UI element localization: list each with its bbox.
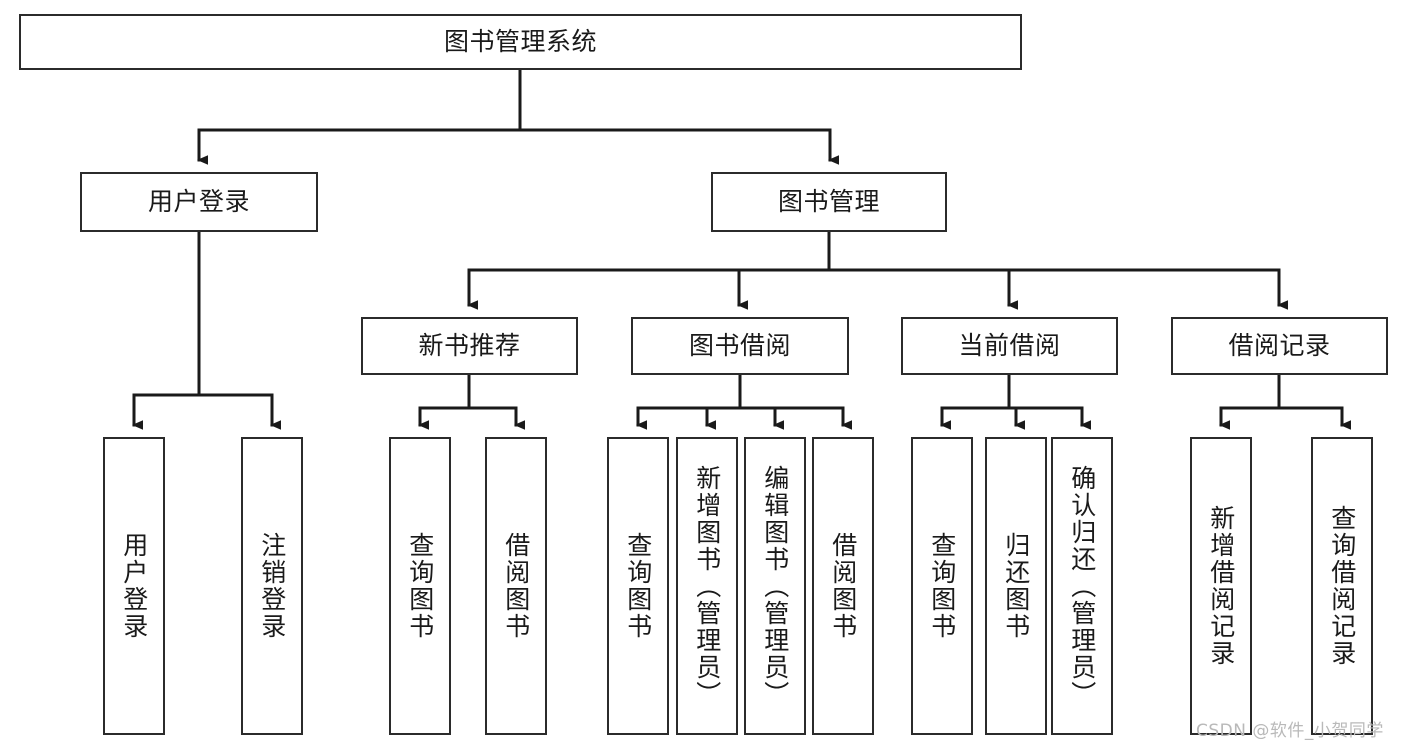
csdn-watermark: CSDN @软件_小贺同学 xyxy=(1196,721,1384,741)
node-label: 当前借阅 xyxy=(958,331,1061,361)
node-leaf-return-book[interactable]: 归还图书 xyxy=(985,437,1047,735)
node-label: 借阅图书 xyxy=(501,532,531,640)
node-leaf-query-record[interactable]: 查询借阅记录 xyxy=(1311,437,1373,735)
node-leaf-query-book-2[interactable]: 查询图书 xyxy=(607,437,669,735)
node-leaf-add-record[interactable]: 新增借阅记录 xyxy=(1190,437,1252,735)
node-label: 新书推荐 xyxy=(418,331,521,361)
node-leaf-query-book-1[interactable]: 查询图书 xyxy=(389,437,451,735)
node-book-borrow[interactable]: 图书借阅 xyxy=(631,317,849,375)
node-current-borrow[interactable]: 当前借阅 xyxy=(901,317,1118,375)
node-label: 编辑图书（管理员） xyxy=(760,464,790,708)
node-label: 图书管理系统 xyxy=(443,27,597,57)
node-label: 查询图书 xyxy=(927,532,957,640)
node-user-login[interactable]: 用户登录 xyxy=(80,172,318,232)
node-leaf-add-book[interactable]: 新增图书（管理员） xyxy=(676,437,738,735)
node-label: 查询借阅记录 xyxy=(1327,505,1357,667)
node-label: 归还图书 xyxy=(1001,532,1031,640)
node-new-book-rec[interactable]: 新书推荐 xyxy=(361,317,578,375)
node-leaf-borrow-book-1[interactable]: 借阅图书 xyxy=(485,437,547,735)
node-label: 借阅记录 xyxy=(1228,331,1331,361)
node-borrow-record[interactable]: 借阅记录 xyxy=(1171,317,1388,375)
node-label: 图书借阅 xyxy=(688,331,791,361)
node-label: 借阅图书 xyxy=(828,532,858,640)
node-label: 确认归还（管理员） xyxy=(1067,464,1097,708)
node-label: 注销登录 xyxy=(257,532,287,640)
node-leaf-logout[interactable]: 注销登录 xyxy=(241,437,303,735)
node-book-manage[interactable]: 图书管理 xyxy=(711,172,947,232)
node-label: 用户登录 xyxy=(147,187,250,217)
node-label: 图书管理 xyxy=(777,187,880,217)
node-leaf-edit-book[interactable]: 编辑图书（管理员） xyxy=(744,437,806,735)
node-label: 查询图书 xyxy=(405,532,435,640)
node-label: 新增借阅记录 xyxy=(1206,505,1236,667)
node-leaf-borrow-book-2[interactable]: 借阅图书 xyxy=(812,437,874,735)
node-label: 查询图书 xyxy=(623,532,653,640)
node-leaf-user-login[interactable]: 用户登录 xyxy=(103,437,165,735)
node-leaf-confirm-return[interactable]: 确认归还（管理员） xyxy=(1051,437,1113,735)
node-label: 用户登录 xyxy=(119,532,149,640)
node-label: 新增图书（管理员） xyxy=(692,464,722,708)
node-leaf-query-book-3[interactable]: 查询图书 xyxy=(911,437,973,735)
node-root-system[interactable]: 图书管理系统 xyxy=(19,14,1022,70)
